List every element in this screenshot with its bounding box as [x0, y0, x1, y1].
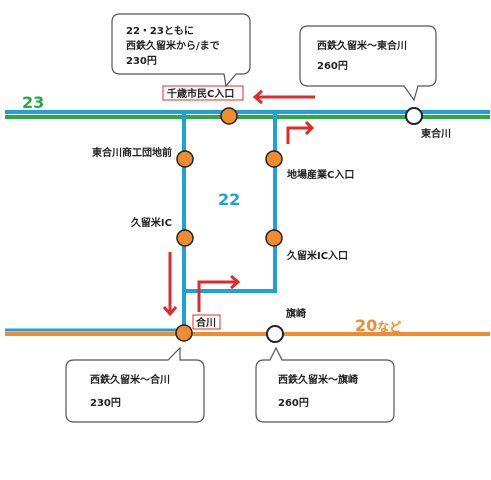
- stop-hatazaki-label: 旗崎: [286, 307, 306, 320]
- svg-text:西鉄久留米から/まで: 西鉄久留米から/まで: [126, 39, 220, 52]
- svg-text:260円: 260円: [278, 397, 309, 409]
- stop-aikawa-label: 合川: [195, 316, 216, 329]
- stop-kurume-ic-entrance-marker[interactable]: [265, 229, 283, 247]
- direction-arrow-right: [286, 120, 315, 144]
- svg-text:西鉄久留米～東合川: 西鉄久留米～東合川: [317, 39, 407, 52]
- stop-jiba-label: 地場産業C入口: [287, 168, 354, 181]
- route-23-label: 23: [22, 93, 44, 112]
- chitose-highlight-box: [162, 85, 244, 101]
- svg-text:西鉄久留米～旗崎: 西鉄久留米～旗崎: [278, 373, 358, 386]
- stop-kurume-ic-marker[interactable]: [176, 229, 194, 247]
- stop-kurume-ic-entrance-label: 久留米IC入口: [286, 249, 348, 262]
- aikawa-highlight-box: [192, 314, 221, 330]
- route-22-label: 22: [218, 190, 240, 209]
- route-20-label: 20など: [355, 316, 401, 335]
- svg-text:西鉄久留米～合川: 西鉄久留米～合川: [90, 373, 170, 386]
- stop-higashiaikawa-label: 東合川: [421, 127, 451, 140]
- stop-kurume-ic-label: 久留米IC: [130, 216, 172, 229]
- stop-higashiaikawa-marker[interactable]: [405, 107, 423, 125]
- stop-hatazaki-marker[interactable]: [266, 325, 284, 343]
- direction-arrow-down: [162, 252, 178, 317]
- svg-text:230円: 230円: [126, 55, 157, 67]
- stop-aikawa-marker[interactable]: [175, 324, 193, 342]
- stop-chitose-label: 千歳市民C入口: [167, 87, 234, 100]
- fare-bubble-top-left: 22・23ともに 西鉄久留米から/まで 230円: [111, 13, 251, 88]
- fare-bubble-bottom-right: 西鉄久留米～旗崎 260円: [255, 346, 395, 423]
- stop-shoko-label: 東合川商工団地前: [92, 146, 172, 159]
- stop-shoko-marker[interactable]: [176, 150, 194, 168]
- route-22-loop: [182, 112, 277, 334]
- fare-bubble-top-right: 西鉄久留米～東合川 260円: [299, 25, 437, 102]
- svg-text:230円: 230円: [90, 397, 121, 409]
- stop-jiba-marker[interactable]: [265, 150, 283, 168]
- stop-chitose-marker[interactable]: [220, 107, 238, 125]
- fare-bubble-bottom-left: 西鉄久留米～合川 230円: [65, 346, 205, 423]
- direction-arrow-top: [252, 89, 315, 105]
- direction-arrow-bottom: [197, 274, 241, 312]
- svg-text:22・23ともに: 22・23ともに: [126, 25, 194, 37]
- svg-text:260円: 260円: [317, 60, 348, 72]
